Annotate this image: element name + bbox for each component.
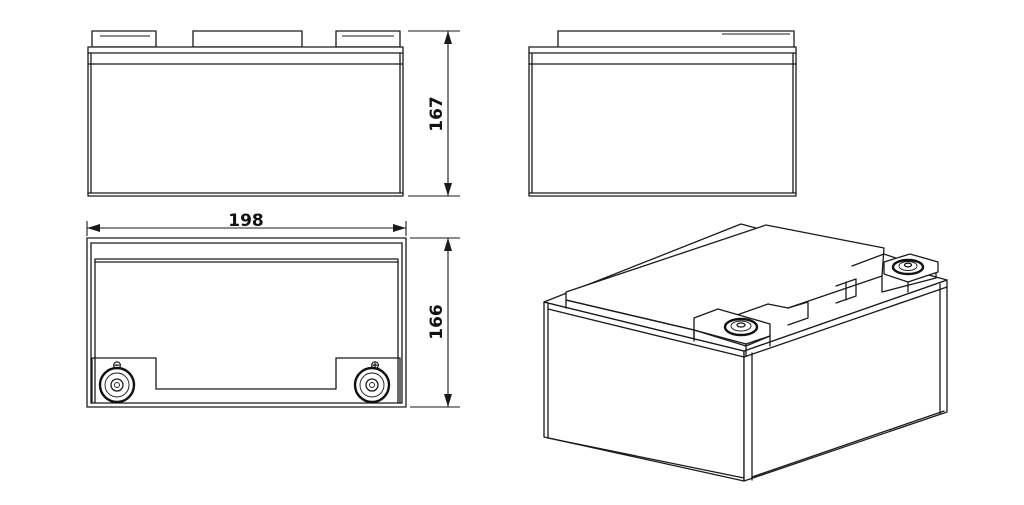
width-dimension: 198 xyxy=(86,211,407,236)
positive-terminal-symbol: ⊕ xyxy=(370,358,380,372)
isometric-view xyxy=(543,223,948,482)
depth-value: 166 xyxy=(427,304,447,340)
top-view: ⊖ ⊕ xyxy=(86,237,407,408)
depth-dimension: 166 xyxy=(410,237,460,408)
front-view xyxy=(87,30,404,197)
negative-terminal: ⊖ xyxy=(98,358,136,404)
side-view xyxy=(528,30,797,197)
negative-terminal-symbol: ⊖ xyxy=(112,358,122,372)
width-value: 198 xyxy=(228,211,264,231)
positive-terminal: ⊕ xyxy=(353,358,391,404)
height-value: 167 xyxy=(427,96,447,132)
height-dimension: 167 xyxy=(408,30,460,197)
